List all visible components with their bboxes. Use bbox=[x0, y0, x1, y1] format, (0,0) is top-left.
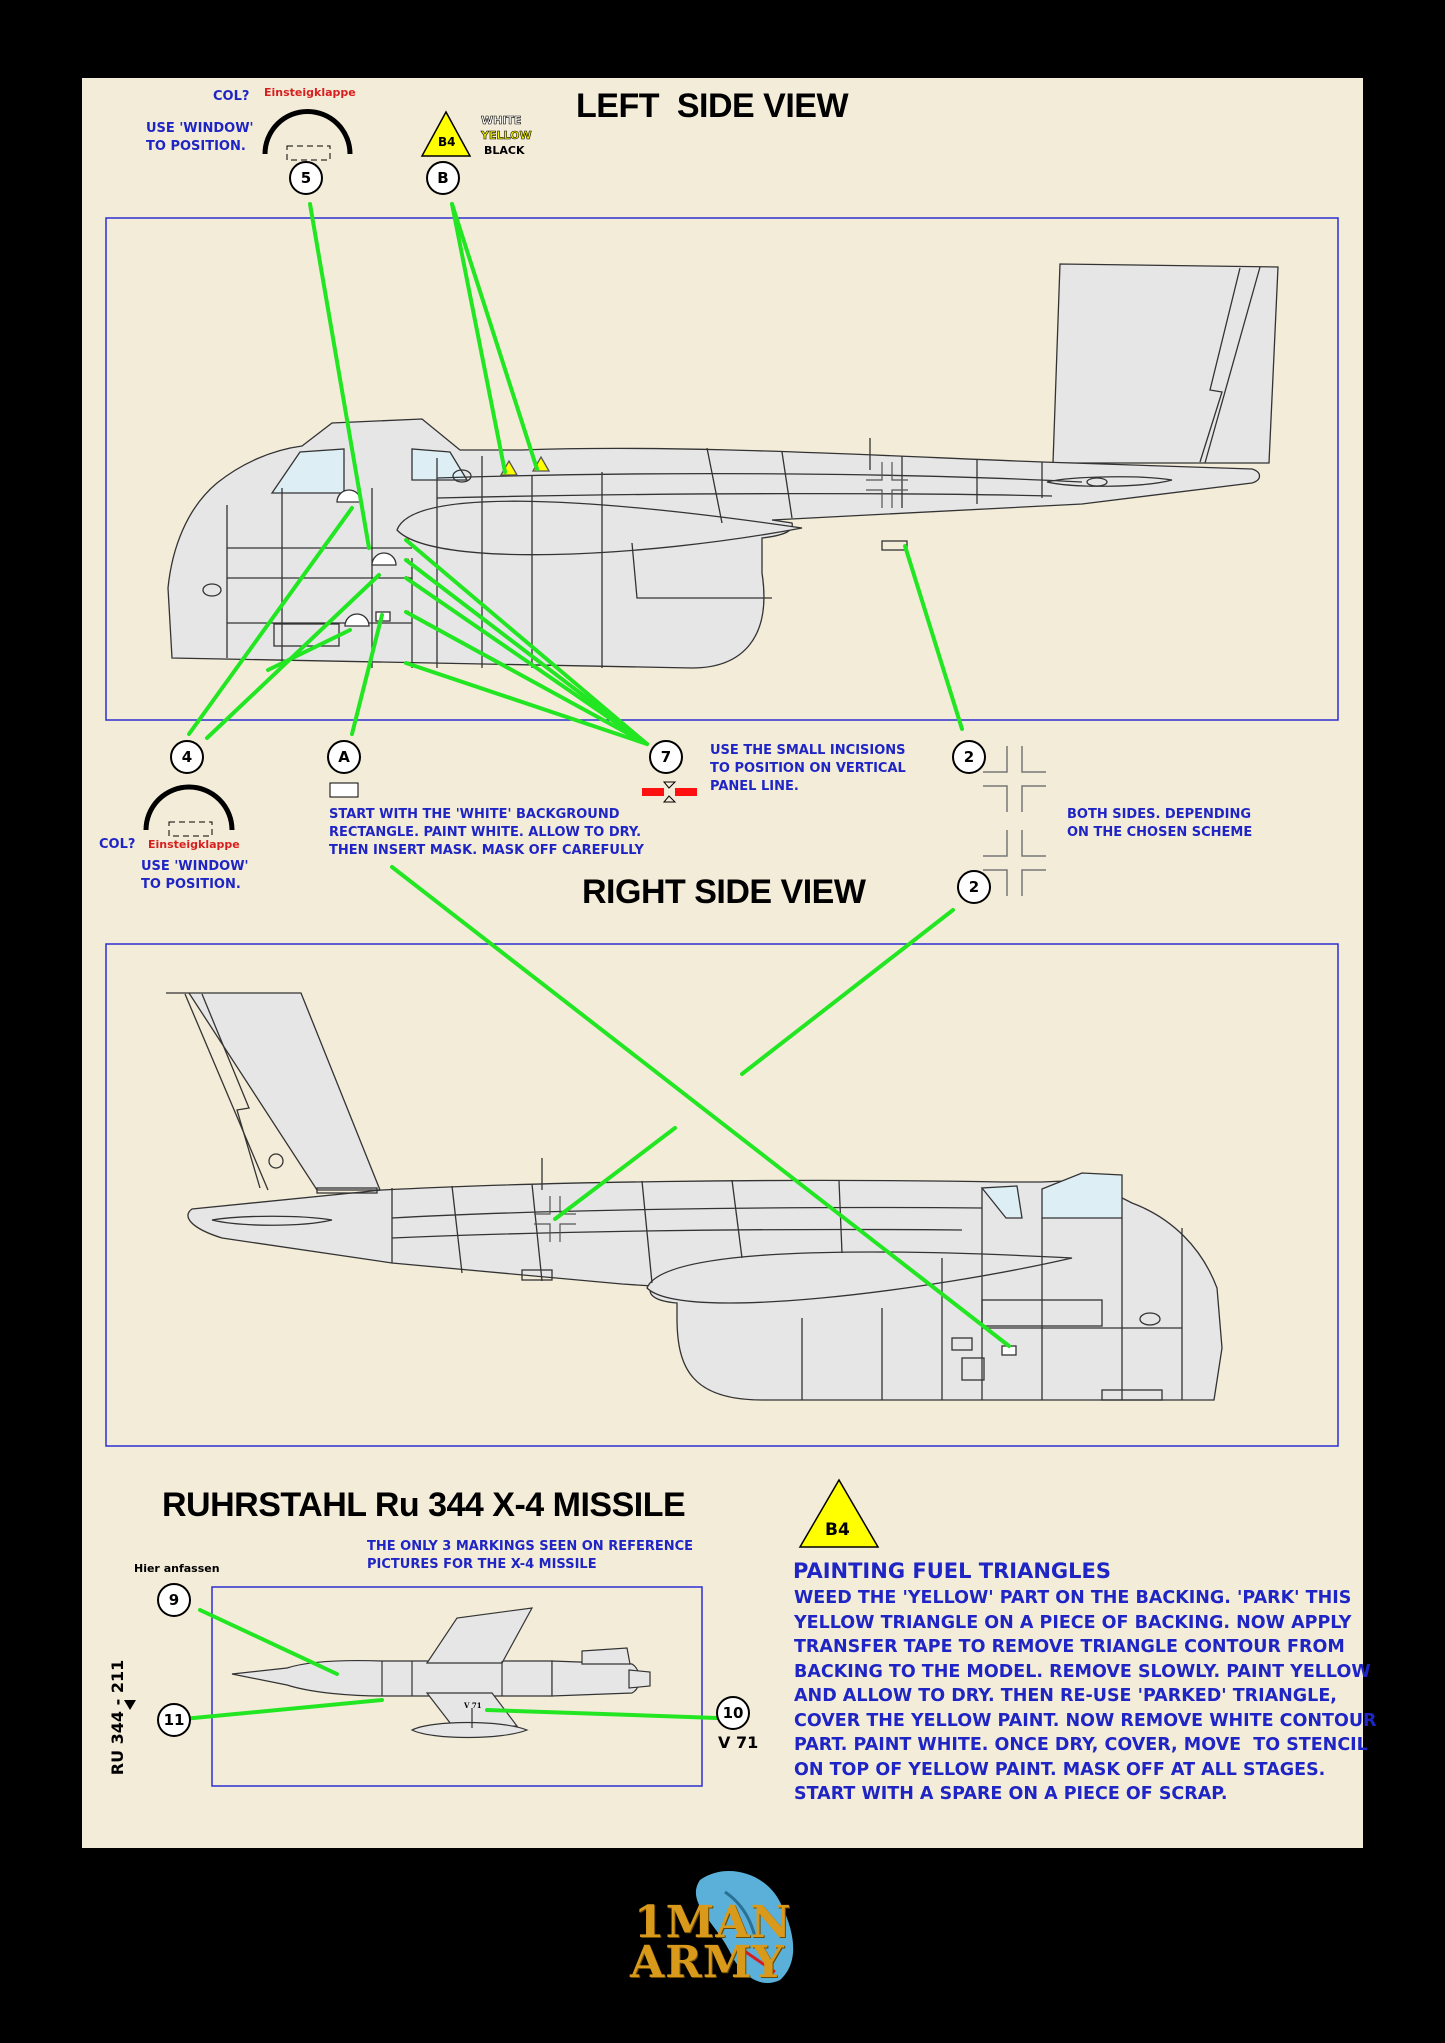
aircraft-left-view bbox=[167, 263, 1279, 669]
note-a: START WITH THE 'WHITE' BACKGROUND RECTAN… bbox=[329, 807, 644, 858]
white-label: WHITE bbox=[481, 114, 522, 128]
b4-triangle-legend bbox=[420, 110, 472, 157]
right-view-frame bbox=[105, 943, 1339, 1447]
door-mask-5 bbox=[262, 109, 353, 155]
note-2: BOTH SIDES. DEPENDING ON THE CHOSEN SCHE… bbox=[1067, 807, 1253, 840]
artwork bbox=[105, 109, 1339, 1787]
logo-line-1: 1MAN bbox=[634, 1897, 792, 1948]
canopy-left bbox=[270, 448, 345, 494]
fuel-b4-badge bbox=[798, 1478, 880, 1548]
callout-2-bottom: 2 bbox=[957, 870, 991, 904]
wing-right bbox=[646, 1251, 1073, 1304]
b4-label: B4 bbox=[438, 135, 456, 149]
wing-left bbox=[396, 500, 803, 556]
left-view-title: LEFT SIDE VIEW bbox=[576, 87, 849, 125]
col-question-top: COL? bbox=[213, 89, 250, 104]
fuel-instructions: WEED THE 'YELLOW' PART ON THE BACKING. '… bbox=[794, 1588, 1377, 1804]
incision-marker-7 bbox=[642, 781, 697, 803]
callout-11: 11 bbox=[157, 1703, 191, 1737]
einsteigklappe-mid: Einsteigklappe bbox=[148, 838, 240, 851]
hier-anfassen: Hier anfassen bbox=[134, 1562, 220, 1575]
tail-fin-right bbox=[166, 992, 381, 1191]
callout-A: A bbox=[327, 740, 361, 774]
right-view-title: RIGHT SIDE VIEW bbox=[582, 873, 866, 911]
v71-label: V 71 bbox=[718, 1733, 759, 1752]
ru-344-label: RU 344 - 211 bbox=[108, 1659, 128, 1776]
balkenkreuz-masks bbox=[983, 746, 1046, 896]
missile-frame bbox=[211, 1586, 703, 1787]
stencil-a bbox=[329, 782, 359, 798]
missile-title: RUHRSTAHL Ru 344 X-4 MISSILE bbox=[162, 1486, 686, 1524]
callout-7: 7 bbox=[649, 740, 683, 774]
yellow-label: YELLOW bbox=[481, 129, 532, 143]
x4-missile bbox=[231, 1607, 651, 1739]
callout-5: 5 bbox=[289, 161, 323, 195]
logo-shape-icon bbox=[695, 1871, 794, 1984]
fuel-badge-label: B4 bbox=[825, 1520, 850, 1540]
logo-line-2: ARMY bbox=[630, 1937, 785, 1988]
callout-9: 9 bbox=[157, 1583, 191, 1617]
canopy-right bbox=[1041, 1172, 1123, 1219]
window-note-mid: USE 'WINDOW' TO POSITION. bbox=[141, 859, 249, 892]
black-label: BLACK bbox=[484, 144, 525, 157]
col-question-mid: COL? bbox=[99, 837, 136, 852]
left-view-frame bbox=[105, 217, 1339, 721]
callout-4: 4 bbox=[170, 740, 204, 774]
brand-logo: 1MAN ARMY bbox=[630, 1862, 830, 1992]
callout-10: 10 bbox=[716, 1696, 750, 1730]
fuselage-left bbox=[167, 418, 1261, 669]
v71-stencil: V 71 bbox=[464, 1701, 482, 1710]
aircraft-right-view bbox=[166, 992, 1223, 1401]
leader-lines bbox=[181, 202, 1011, 1721]
fuel-heading: PAINTING FUEL TRIANGLES bbox=[793, 1559, 1112, 1583]
callout-2-top: 2 bbox=[952, 740, 986, 774]
note-7: USE THE SMALL INCISIONS TO POSITION ON V… bbox=[710, 743, 906, 794]
window-note-top: USE 'WINDOW' TO POSITION. bbox=[146, 121, 254, 154]
callout-B: B bbox=[426, 161, 460, 195]
instruction-sheet: LEFT SIDE VIEW RIGHT SIDE VIEW RUHRSTAHL… bbox=[82, 78, 1377, 1848]
door-mask-4 bbox=[143, 784, 235, 831]
missile-note: THE ONLY 3 MARKINGS SEEN ON REFERENCE PI… bbox=[367, 1539, 694, 1572]
einsteigklappe-top: Einsteigklappe bbox=[264, 86, 356, 99]
tail-fin-left bbox=[1052, 263, 1279, 464]
